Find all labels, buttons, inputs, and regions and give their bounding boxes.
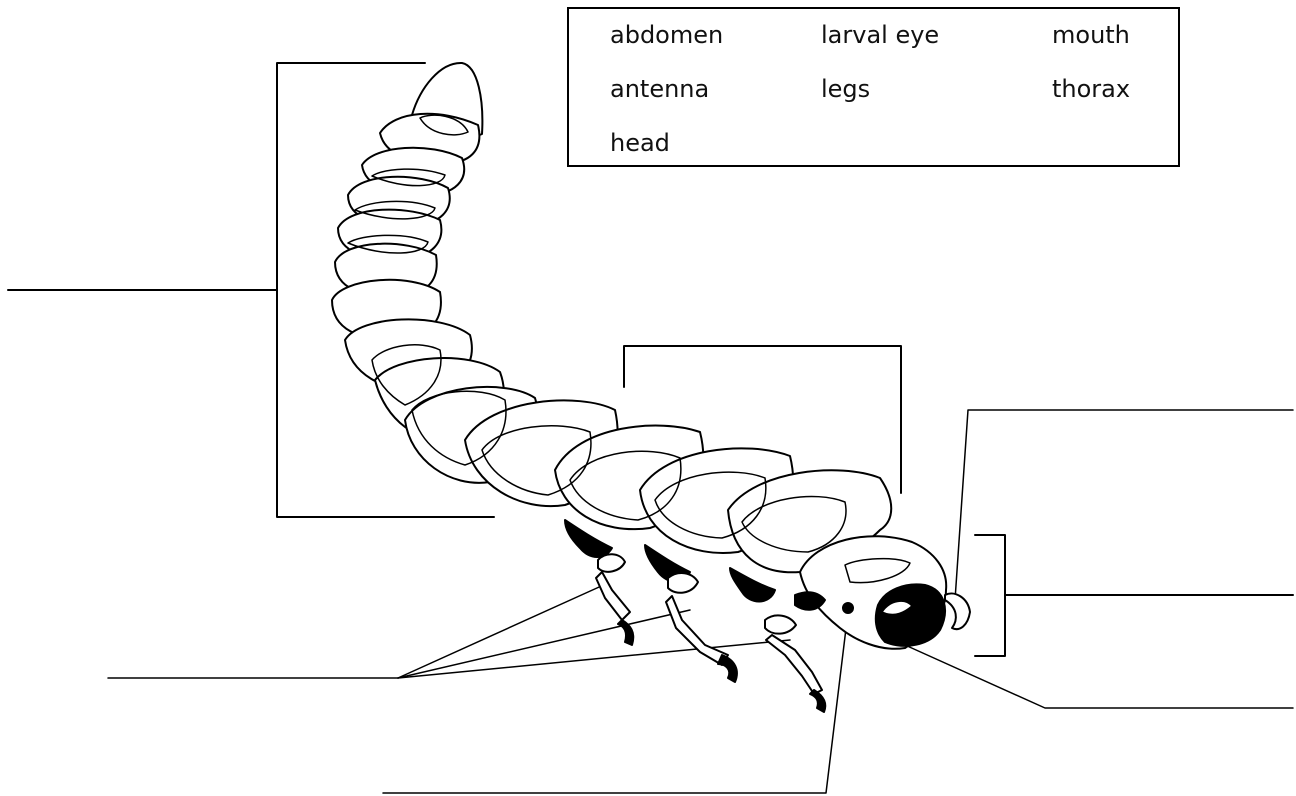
- mouthparts: [876, 584, 945, 645]
- antenna: [945, 594, 970, 630]
- word-mouth: mouth: [1052, 23, 1130, 47]
- word-abdomen: abdomen: [610, 23, 723, 47]
- word-bank: abdomen larval eye mouth antenna legs th…: [567, 7, 1180, 167]
- word-thorax: thorax: [1052, 77, 1130, 101]
- word-legs: legs: [821, 77, 870, 101]
- word-head: head: [610, 131, 670, 155]
- word-antenna: antenna: [610, 77, 709, 101]
- larva-legs: [596, 554, 825, 712]
- larval-eye: [843, 603, 853, 613]
- head-bracket: [975, 535, 1293, 656]
- word-larval-eye: larval eye: [821, 23, 939, 47]
- mouth-pointer: [905, 645, 1293, 708]
